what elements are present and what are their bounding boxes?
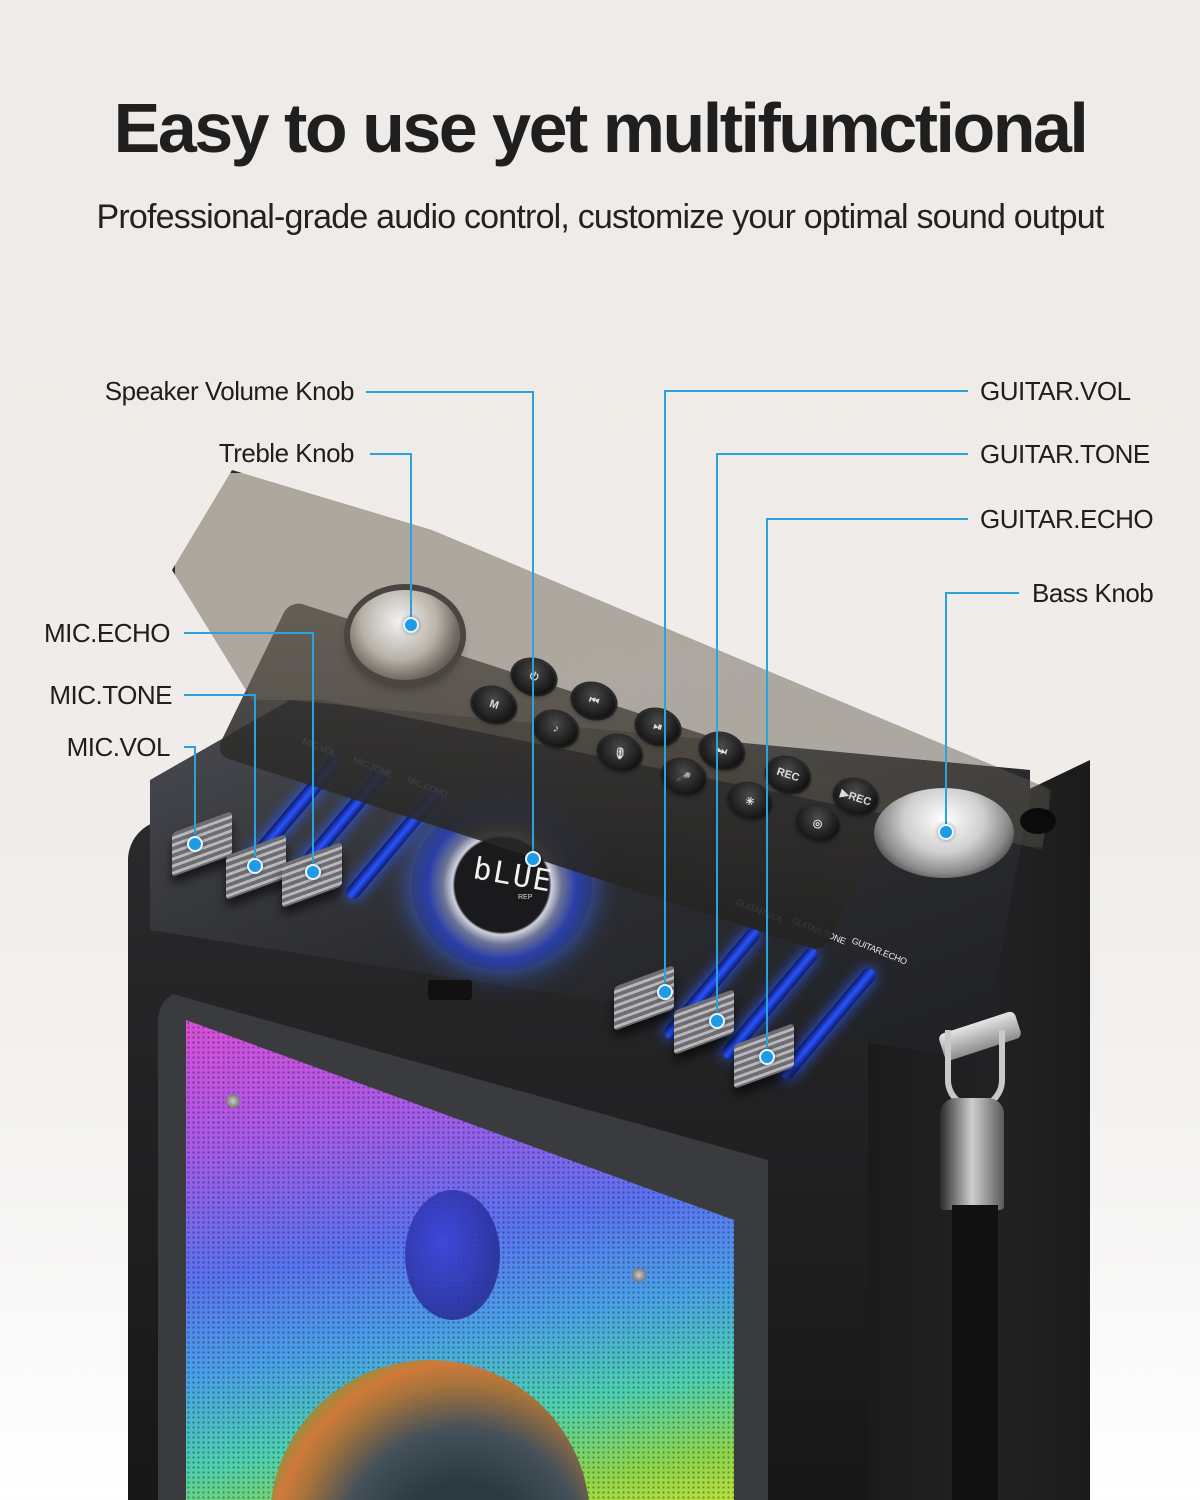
previous-icon: ⏮ <box>587 693 601 708</box>
screw-icon <box>226 1094 240 1108</box>
callout-dot-mic-echo <box>305 864 321 880</box>
callout-dot-mic-tone <box>247 858 263 874</box>
trolley-handle[interactable] <box>940 1098 1004 1210</box>
callout-dot-bass <box>938 824 954 840</box>
callout-line <box>194 746 196 844</box>
label-speaker-volume-knob: Speaker Volume Knob <box>104 376 355 406</box>
callout-dot-mic-vol <box>187 836 203 852</box>
effect-icon: ◎ <box>811 816 825 831</box>
screw-icon <box>632 1268 646 1282</box>
input-port <box>1020 808 1056 834</box>
tweeter <box>405 1190 500 1320</box>
mic-priority-icon: 🎙 <box>611 745 629 762</box>
treble-knob[interactable] <box>350 590 460 680</box>
label-mic-vol: MIC.VOL <box>66 732 171 762</box>
callout-line <box>184 746 196 748</box>
label-guitar-vol: GUITAR.VOL <box>980 376 1131 406</box>
label-bass-knob: Bass Knob <box>1032 578 1154 608</box>
mode-icon: M <box>487 697 501 713</box>
label-mic-echo: MIC.ECHO <box>44 618 171 648</box>
callout-line <box>254 694 256 866</box>
mic-icon: 🎤 <box>675 769 693 786</box>
label-guitar-echo: GUITAR.ECHO <box>980 504 1154 534</box>
callout-line <box>184 632 314 634</box>
label-mic-tone: MIC.TONE <box>49 680 172 710</box>
callout-line <box>768 518 968 520</box>
play-pause-icon: ⏯ <box>652 719 665 734</box>
callout-line <box>665 390 968 392</box>
usb-port <box>428 980 472 1000</box>
callout-line <box>184 694 256 696</box>
callout-line <box>716 453 718 1021</box>
record-label: REC <box>775 765 801 785</box>
callout-line <box>664 390 666 992</box>
page-subtitle: Professional-grade audio control, custom… <box>96 198 1105 236</box>
callout-line <box>532 391 534 859</box>
callout-line <box>945 592 947 832</box>
callout-line <box>410 453 412 625</box>
callout-line <box>947 592 1019 594</box>
callout-dot-guitar-tone <box>709 1013 725 1029</box>
trolley-handle-bar <box>952 1205 998 1500</box>
callout-line <box>370 453 412 455</box>
callout-dot-guitar-vol <box>657 984 673 1000</box>
callout-line <box>766 518 768 1057</box>
callout-line <box>366 391 534 393</box>
play-record-label: ▶REC <box>838 786 873 809</box>
label-guitar-tone: GUITAR.TONE <box>980 439 1150 469</box>
led-display-sub: REP <box>518 894 533 901</box>
callout-dot-guitar-echo <box>759 1049 775 1065</box>
page-title: Easy to use yet multifumctional <box>113 89 1089 167</box>
label-treble-knob: Treble Knob <box>218 438 355 468</box>
callout-dot-speaker-volume <box>525 851 541 867</box>
callout-line <box>718 453 968 455</box>
callout-dot-treble <box>403 617 419 633</box>
vocal-cut-icon: ♪ <box>551 722 561 736</box>
light-icon: ✳ <box>743 794 757 809</box>
callout-line <box>312 632 314 872</box>
